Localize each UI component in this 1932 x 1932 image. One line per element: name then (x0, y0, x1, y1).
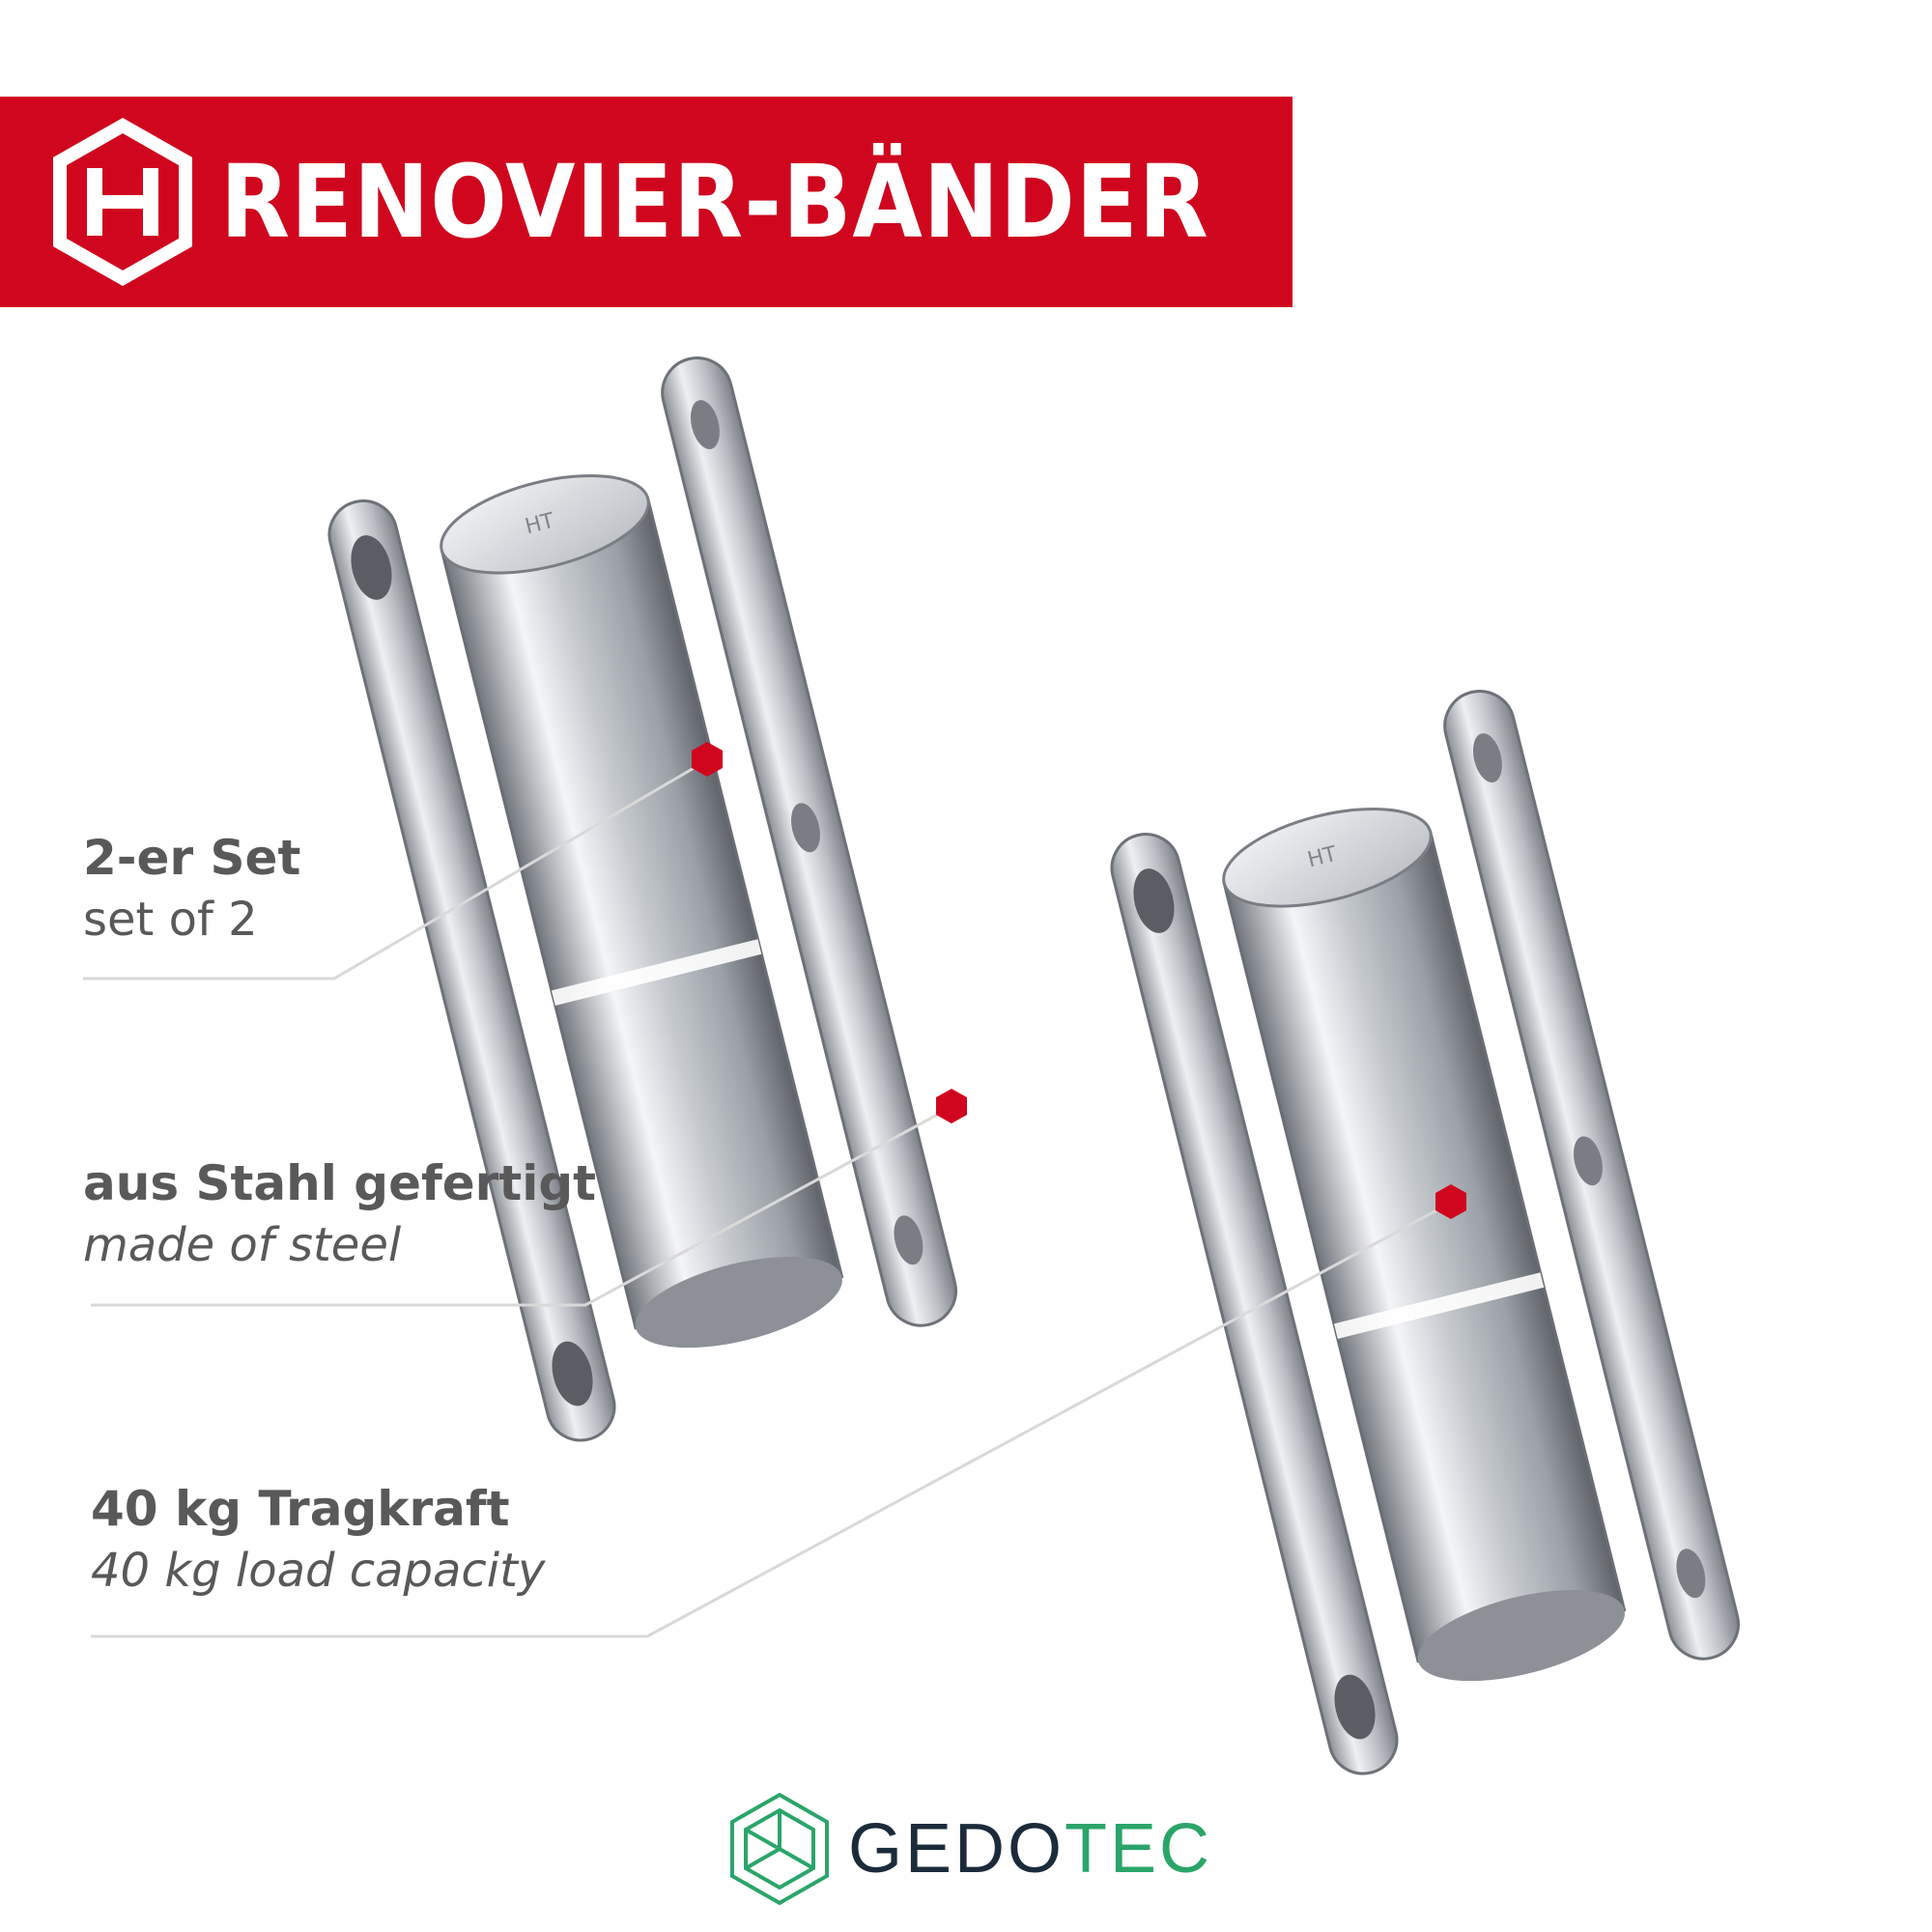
hexagon-h-icon (53, 118, 192, 286)
feature-set-of-2: 2-er Set set of 2 (83, 827, 300, 951)
feature-load-capacity: 40 kg Tragkraft 40 kg load capacity (91, 1478, 545, 1602)
brand-name: GEDOTEC (848, 1808, 1212, 1889)
feature-subtitle: made of steel (83, 1218, 402, 1272)
callout-line-2 (91, 1105, 952, 1307)
feature-markers (692, 742, 1466, 1219)
callout-line-1 (83, 758, 708, 980)
feature-material: aus Stahl gefertigt made of steel (83, 1152, 596, 1276)
marker-hexagon-1 (692, 742, 723, 777)
callout-lines (83, 758, 1452, 1638)
page-title: RENOVIER-BÄNDER (220, 143, 1209, 261)
feature-title: 40 kg Tragkraft (91, 1481, 510, 1537)
feature-title: 2-er Set (83, 830, 301, 886)
hinge-right: HT (1110, 690, 1740, 1776)
feature-title: aus Stahl gefertigt (83, 1155, 597, 1211)
gedotec-cube-icon (730, 1792, 829, 1906)
marker-hexagon-3 (1435, 1184, 1466, 1219)
callout-line-3 (91, 1201, 1452, 1638)
marker-hexagon-2 (936, 1089, 967, 1123)
feature-subtitle: 40 kg load capacity (91, 1544, 546, 1598)
feature-subtitle: set of 2 (83, 893, 258, 947)
title-banner: RENOVIER-BÄNDER (0, 97, 1293, 307)
hinge-plate-left (327, 499, 616, 1442)
brand-name-part1: GEDO (848, 1810, 1065, 1888)
hinge-left: HT (327, 356, 957, 1442)
brand-name-part2: TEC (1065, 1810, 1213, 1888)
